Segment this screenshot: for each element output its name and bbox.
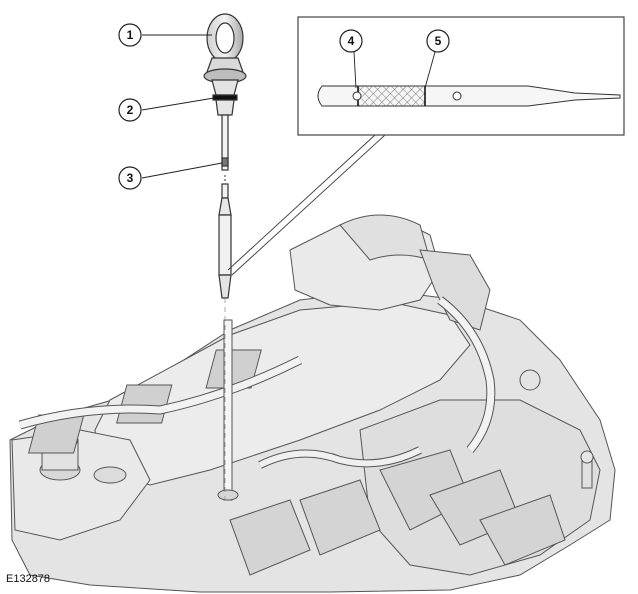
min-hole: [352, 91, 362, 101]
detail-inset: [227, 16, 625, 276]
callout-1-label: 1: [127, 28, 134, 42]
max-hole: [452, 91, 462, 101]
dipstick-o-ring: [212, 94, 238, 101]
crosshatch-range: [357, 85, 426, 107]
callout-4: 4: [339, 29, 363, 89]
callout-5-label: 5: [435, 34, 442, 48]
callout-3-label: 3: [127, 171, 134, 185]
callout-5: 5: [424, 29, 450, 89]
callout-2-label: 2: [127, 103, 134, 117]
callout-4-label: 4: [348, 34, 355, 48]
detail-leader-right: [231, 134, 386, 276]
callout-1: 1: [118, 23, 212, 47]
figure-id: E132878: [6, 573, 51, 585]
engine-assembly: [9, 214, 616, 593]
callout-3: 3: [118, 162, 223, 190]
dipstick-tip-detail: [317, 85, 621, 107]
callout-2: 2: [118, 97, 215, 122]
oil-dipstick: [203, 13, 247, 500]
detail-leader-left: [227, 134, 376, 271]
